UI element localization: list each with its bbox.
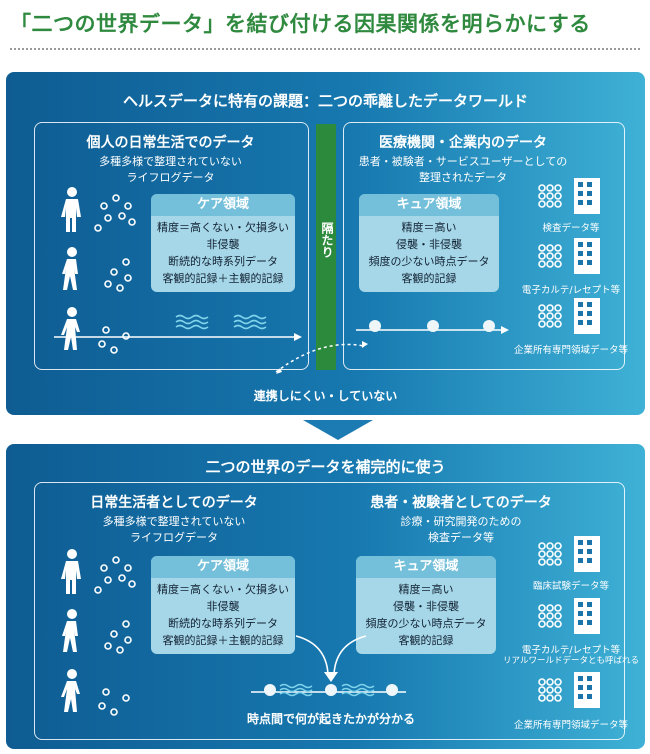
timepoint-timeline [356, 320, 509, 334]
care-line: 断続的な時系列データ [168, 617, 278, 630]
right-world-sub2: 整理されたデータ [419, 171, 507, 184]
care-line: 客観的記録＋主観的記録 [162, 272, 284, 285]
dots-grid-icon [538, 678, 562, 702]
people-lifelog-icons [61, 187, 136, 354]
care-line: 精度＝高くない・欠損多い [157, 583, 289, 596]
data-source-icons [538, 178, 600, 334]
left-world-sub1: 多種多様で整理されていない [99, 155, 242, 168]
care-line: 客観的記録＋主観的記録 [162, 634, 284, 647]
timeline-arrow [54, 333, 302, 341]
cure-line: 頻度の少ない時点データ [368, 255, 490, 268]
icon-label: 電子カルテ/レセプト等 [521, 285, 621, 296]
left-world-sub1: 多種多様で整理されていない [102, 515, 246, 528]
building-icon [574, 178, 600, 214]
right-world-box [343, 122, 625, 370]
cure-line: 客観的記録 [401, 272, 457, 285]
cure-line: 客観的記録 [398, 634, 454, 647]
dots-grid-icon [538, 542, 562, 566]
left-world-heading: 個人の日常生活でのデータ [86, 135, 255, 151]
cure-domain-box: キュア領域 精度＝高い 侵襲・非侵襲 頻度の少ない時点データ 客観的記録 [359, 194, 499, 292]
panel-title: 二つの世界のデータを補完的に使う [205, 458, 446, 476]
building-icon [574, 536, 600, 572]
cure-line: 侵襲・非侵襲 [396, 238, 462, 251]
person-walking-icon [62, 609, 78, 652]
person-running-icon [61, 307, 80, 350]
cure-line: 侵襲・非侵襲 [393, 600, 459, 613]
timeseries-wave-icon [175, 314, 267, 330]
right-world-heading: 医療機関・企業内のデータ [379, 135, 547, 151]
right-world-sub1: 患者・被験者・サービスユーザーとしての [358, 155, 568, 168]
care-domain-title: ケア領域 [151, 556, 295, 578]
icon-label: 臨床試験データ等 [532, 581, 609, 592]
right-world-heading: 患者・被験者としてのデータ [370, 495, 552, 511]
timepoint-dot [427, 320, 439, 332]
panel-two-worlds: ヘルスデータに特有の課題：二つの乖離したデータワールド 個人の日常生活でのデータ… [6, 72, 645, 415]
right-world-sub1: 診療・研究開発のための [400, 515, 522, 528]
transition-arrow [303, 420, 373, 440]
icon-label-extra: リアルワールドデータとも呼ばれる [503, 656, 639, 666]
timepoint-dot [325, 684, 337, 696]
timepoint-dot [386, 684, 398, 696]
care-domain-title: ケア領域 [151, 194, 295, 216]
timepoint-dot [369, 320, 381, 332]
person-standing-icon [61, 187, 81, 232]
timepoint-dot [264, 684, 276, 696]
dots-grid-icon [538, 244, 562, 268]
panel-title: ヘルスデータに特有の課題：二つの乖離したデータワールド [122, 92, 528, 110]
gap-label: 隔たり [320, 222, 334, 258]
icon-label: 企業所有専門領域データ等 [513, 720, 628, 731]
care-line: 非侵襲 [206, 238, 240, 251]
cure-domain-title: キュア領域 [359, 194, 499, 216]
gap-divider [316, 124, 336, 370]
care-line: 精度＝高くない・欠損多い [157, 221, 289, 234]
timeline-caption: 時点間で何が起きたかが分かる [246, 712, 415, 726]
left-world-sub2: ライフログデータ [130, 531, 218, 544]
left-world-sub2: ライフログデータ [126, 171, 215, 184]
link-caption: 連携しにくい・していない [253, 389, 398, 403]
left-world-heading: 日常生活者としてのデータ [90, 495, 258, 511]
building-icon [574, 238, 600, 274]
dots-grid-icon [538, 184, 562, 208]
combined-world-box [34, 482, 625, 740]
cure-line: 頻度の少ない時点データ [365, 617, 487, 630]
care-domain-box: ケア領域 精度＝高くない・欠損多い 非侵襲 断続的な時系列データ 客観的記録＋主… [151, 194, 295, 292]
cure-line: 精度＝高い [398, 583, 454, 596]
icon-label: 企業所有専門領域データ等 [513, 345, 628, 356]
icon-label: 検査データ等 [542, 223, 600, 234]
icon-label: 電子カルテ/レセプト等 [521, 645, 621, 656]
cure-domain-title: キュア領域 [356, 556, 496, 578]
link-dashed-arrows [275, 341, 368, 374]
combined-timeline [251, 683, 406, 697]
building-icon [574, 672, 600, 708]
people-lifelog-icons [61, 549, 136, 716]
cure-line: 精度＝高い [401, 221, 457, 234]
care-domain-box: ケア領域 精度＝高くない・欠損多い 非侵襲 断続的な時系列データ 客観的記録＋主… [151, 556, 295, 654]
title-divider [10, 48, 640, 50]
dots-grid-icon [538, 304, 562, 328]
data-source-icons [538, 536, 600, 708]
person-walking-icon [62, 247, 78, 290]
building-icon [574, 298, 600, 334]
right-world-sub2: 検査データ等 [428, 531, 494, 544]
dots-grid-icon [538, 604, 562, 628]
care-line: 断続的な時系列データ [168, 255, 278, 268]
panel-complementary-use: 二つの世界のデータを補完的に使う 日常生活者としてのデータ 多種多様で整理されて… [6, 444, 645, 749]
person-standing-icon [61, 549, 81, 594]
building-icon [574, 598, 600, 634]
care-line: 非侵襲 [206, 600, 240, 613]
converge-arrows [295, 635, 367, 682]
cure-domain-box: キュア領域 精度＝高い 侵襲・非侵襲 頻度の少ない時点データ 客観的記録 [356, 556, 496, 654]
left-world-box [34, 122, 309, 370]
timepoint-dot [483, 320, 495, 332]
page-title: 「二つの世界データ」を結び付ける因果関係を明らかにする [10, 12, 591, 36]
person-running-icon [61, 669, 80, 712]
